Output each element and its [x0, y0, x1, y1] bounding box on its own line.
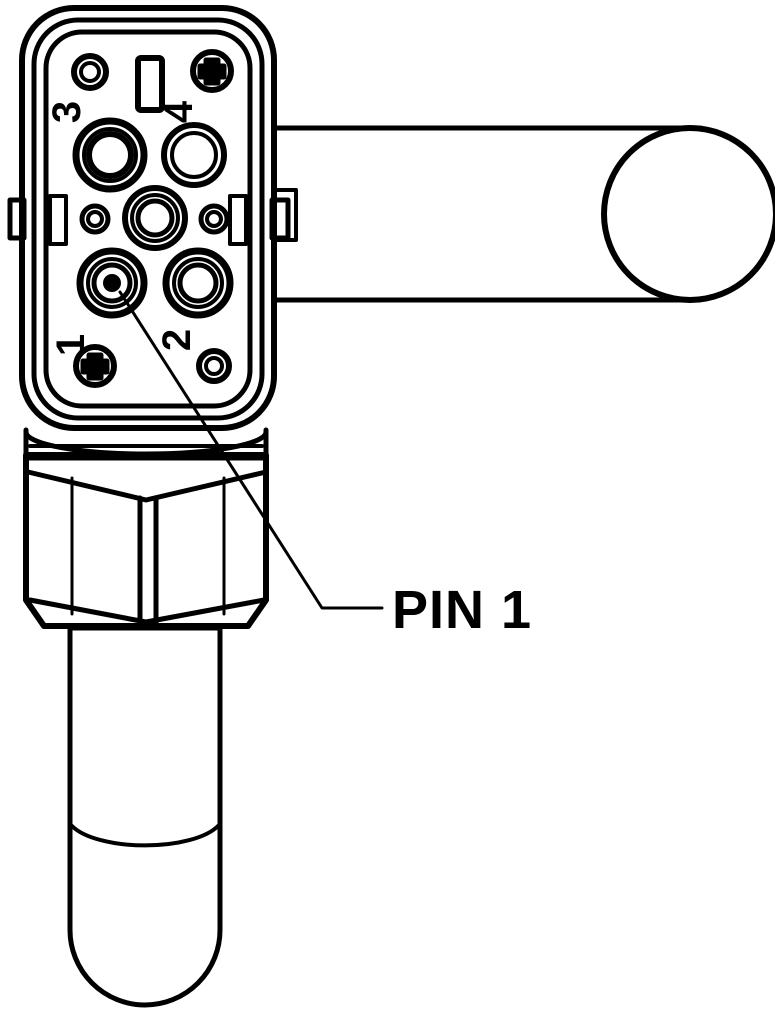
- pin-number-1: 1: [49, 334, 93, 356]
- plain-hole-top-left: [71, 53, 109, 91]
- pin-socket-4: [161, 122, 227, 188]
- latch-lever: [255, 125, 775, 303]
- housing-side-tabs: [7, 194, 291, 246]
- phillips-screw-top-right: [190, 49, 234, 93]
- pin-socket-1: [76, 247, 148, 319]
- pin-socket-2: [162, 247, 234, 319]
- alignment-holes: [79, 203, 230, 235]
- phillips-screw-bottom-left: [73, 344, 117, 388]
- keyway-slot: [135, 55, 165, 113]
- pin-1-marker: [103, 274, 121, 292]
- pin-socket-center: [122, 185, 188, 251]
- pin-number-2: 2: [155, 329, 199, 351]
- hex-nut-body: [23, 427, 269, 629]
- pin-number-4: 4: [157, 100, 201, 123]
- connector-boot: [67, 625, 223, 1008]
- connector-housing: [19, 5, 277, 431]
- callout-pin-1-label: PIN 1: [392, 580, 532, 640]
- callout-leader-line: [118, 290, 384, 610]
- plain-hole-bottom-right: [196, 348, 232, 384]
- pin-socket-3: [72, 117, 148, 193]
- pin-number-3: 3: [45, 101, 89, 123]
